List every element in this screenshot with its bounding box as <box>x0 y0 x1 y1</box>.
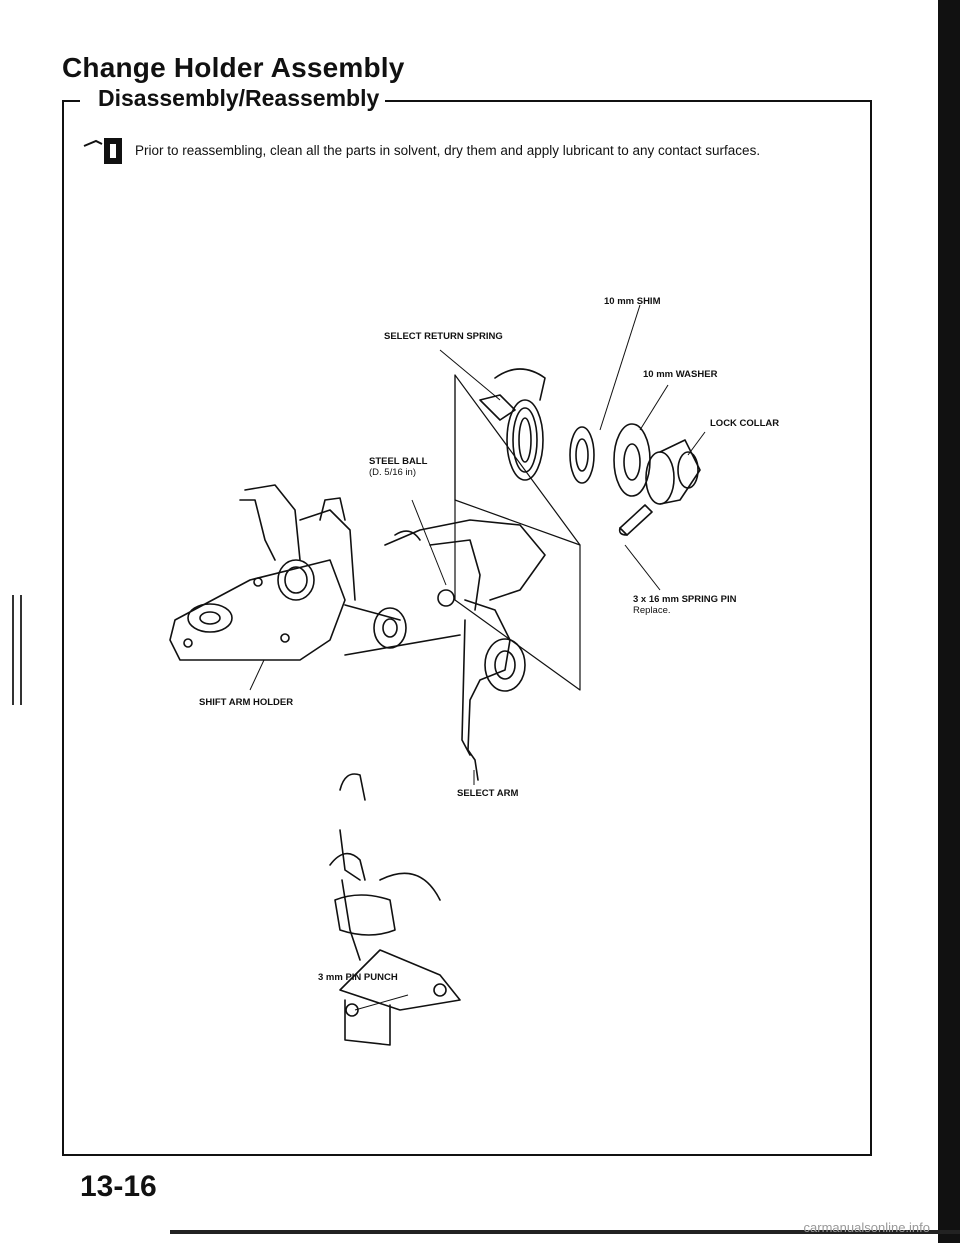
spring-pin-note: Replace. <box>633 605 671 616</box>
page-title: Change Holder Assembly <box>62 52 405 83</box>
label-steel-ball: STEEL BALL (D. 5/16 in) <box>369 456 427 478</box>
right-edge-bar <box>938 0 960 1243</box>
page-number: 13-16 <box>80 1170 157 1203</box>
label-10mm-washer: 10 mm WASHER <box>643 369 718 380</box>
section-frame <box>62 100 872 1156</box>
label-select-arm: SELECT ARM <box>457 788 519 799</box>
steel-ball-size: (D. 5/16 in) <box>369 467 416 478</box>
left-margin-rule <box>20 595 22 705</box>
steel-ball-name: STEEL BALL <box>369 456 428 467</box>
label-select-return-spring: SELECT RETURN SPRING <box>384 331 503 342</box>
label-shift-arm-holder: SHIFT ARM HOLDER <box>199 697 294 708</box>
lubricant-icon <box>83 138 122 164</box>
lubrication-note: Prior to reassembling, clean all the par… <box>135 143 761 158</box>
bottom-edge-line <box>170 1230 960 1234</box>
watermark: carmanualsonline.info <box>803 1220 930 1235</box>
label-pin-punch: 3 mm PIN PUNCH <box>318 972 398 983</box>
label-spring-pin: 3 x 16 mm SPRING PIN Replace. <box>633 594 736 616</box>
spring-pin-name: 3 x 16 mm SPRING PIN <box>633 594 737 605</box>
label-lock-collar: LOCK COLLAR <box>710 418 780 429</box>
section-subtitle: Disassembly/Reassembly <box>92 85 386 112</box>
label-10mm-shim: 10 mm SHIM <box>604 296 661 307</box>
left-margin-rule <box>12 595 14 705</box>
